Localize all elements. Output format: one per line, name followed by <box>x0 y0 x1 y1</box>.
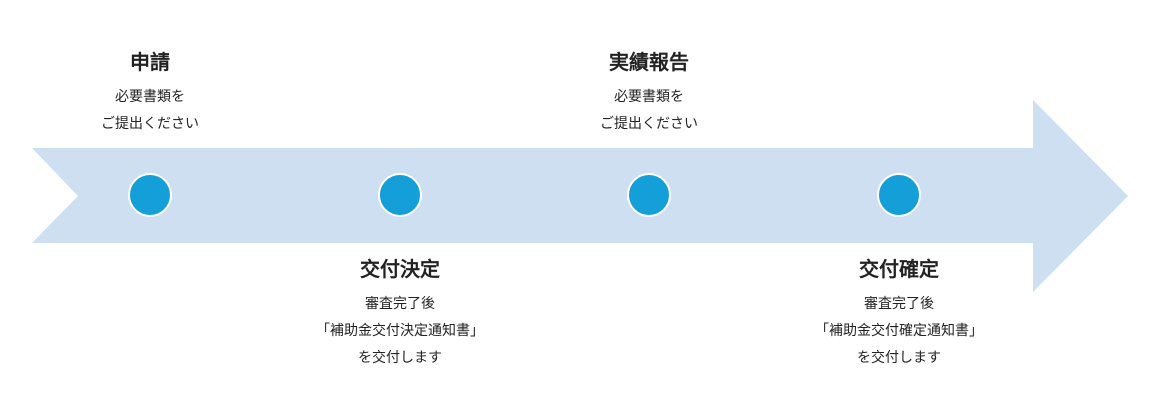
step-3-dot <box>627 173 671 217</box>
step-3-title: 実績報告 <box>609 50 689 74</box>
step-2-description: 審査完了後 「補助金交付決定通知書」 を交付します <box>280 291 520 372</box>
step-4-desc-line: を交付します <box>857 350 941 366</box>
step-3-desc-line: 必要書類を <box>614 89 684 105</box>
step-3: 実績報告 必要書類を ご提出ください <box>529 50 769 138</box>
step-2: 交付決定 審査完了後 「補助金交付決定通知書」 を交付します <box>280 257 520 372</box>
step-1-desc-line: ご提出ください <box>101 116 199 132</box>
arrow-shape <box>32 100 1128 292</box>
step-1-desc-line: 必要書類を <box>115 89 185 105</box>
step-2-dot <box>378 173 422 217</box>
step-2-desc-line: 「補助金交付決定通知書」 <box>316 323 484 339</box>
step-4-desc-line: 「補助金交付確定通知書」 <box>815 323 983 339</box>
step-4-title: 交付確定 <box>859 257 939 281</box>
step-4: 交付確定 審査完了後 「補助金交付確定通知書」 を交付します <box>779 257 1019 372</box>
step-2-title: 交付決定 <box>360 257 440 281</box>
step-3-desc-line: ご提出ください <box>600 116 698 132</box>
step-4-dot <box>877 173 921 217</box>
step-1-dot <box>128 173 172 217</box>
step-2-desc-line: 審査完了後 <box>365 296 435 312</box>
step-2-desc-line: を交付します <box>358 350 442 366</box>
step-4-description: 審査完了後 「補助金交付確定通知書」 を交付します <box>779 291 1019 372</box>
step-1: 申請 必要書類を ご提出ください <box>30 50 270 138</box>
step-4-desc-line: 審査完了後 <box>864 296 934 312</box>
step-1-title: 申請 <box>130 50 170 74</box>
step-1-description: 必要書類を ご提出ください <box>30 84 270 138</box>
step-3-description: 必要書類を ご提出ください <box>529 84 769 138</box>
